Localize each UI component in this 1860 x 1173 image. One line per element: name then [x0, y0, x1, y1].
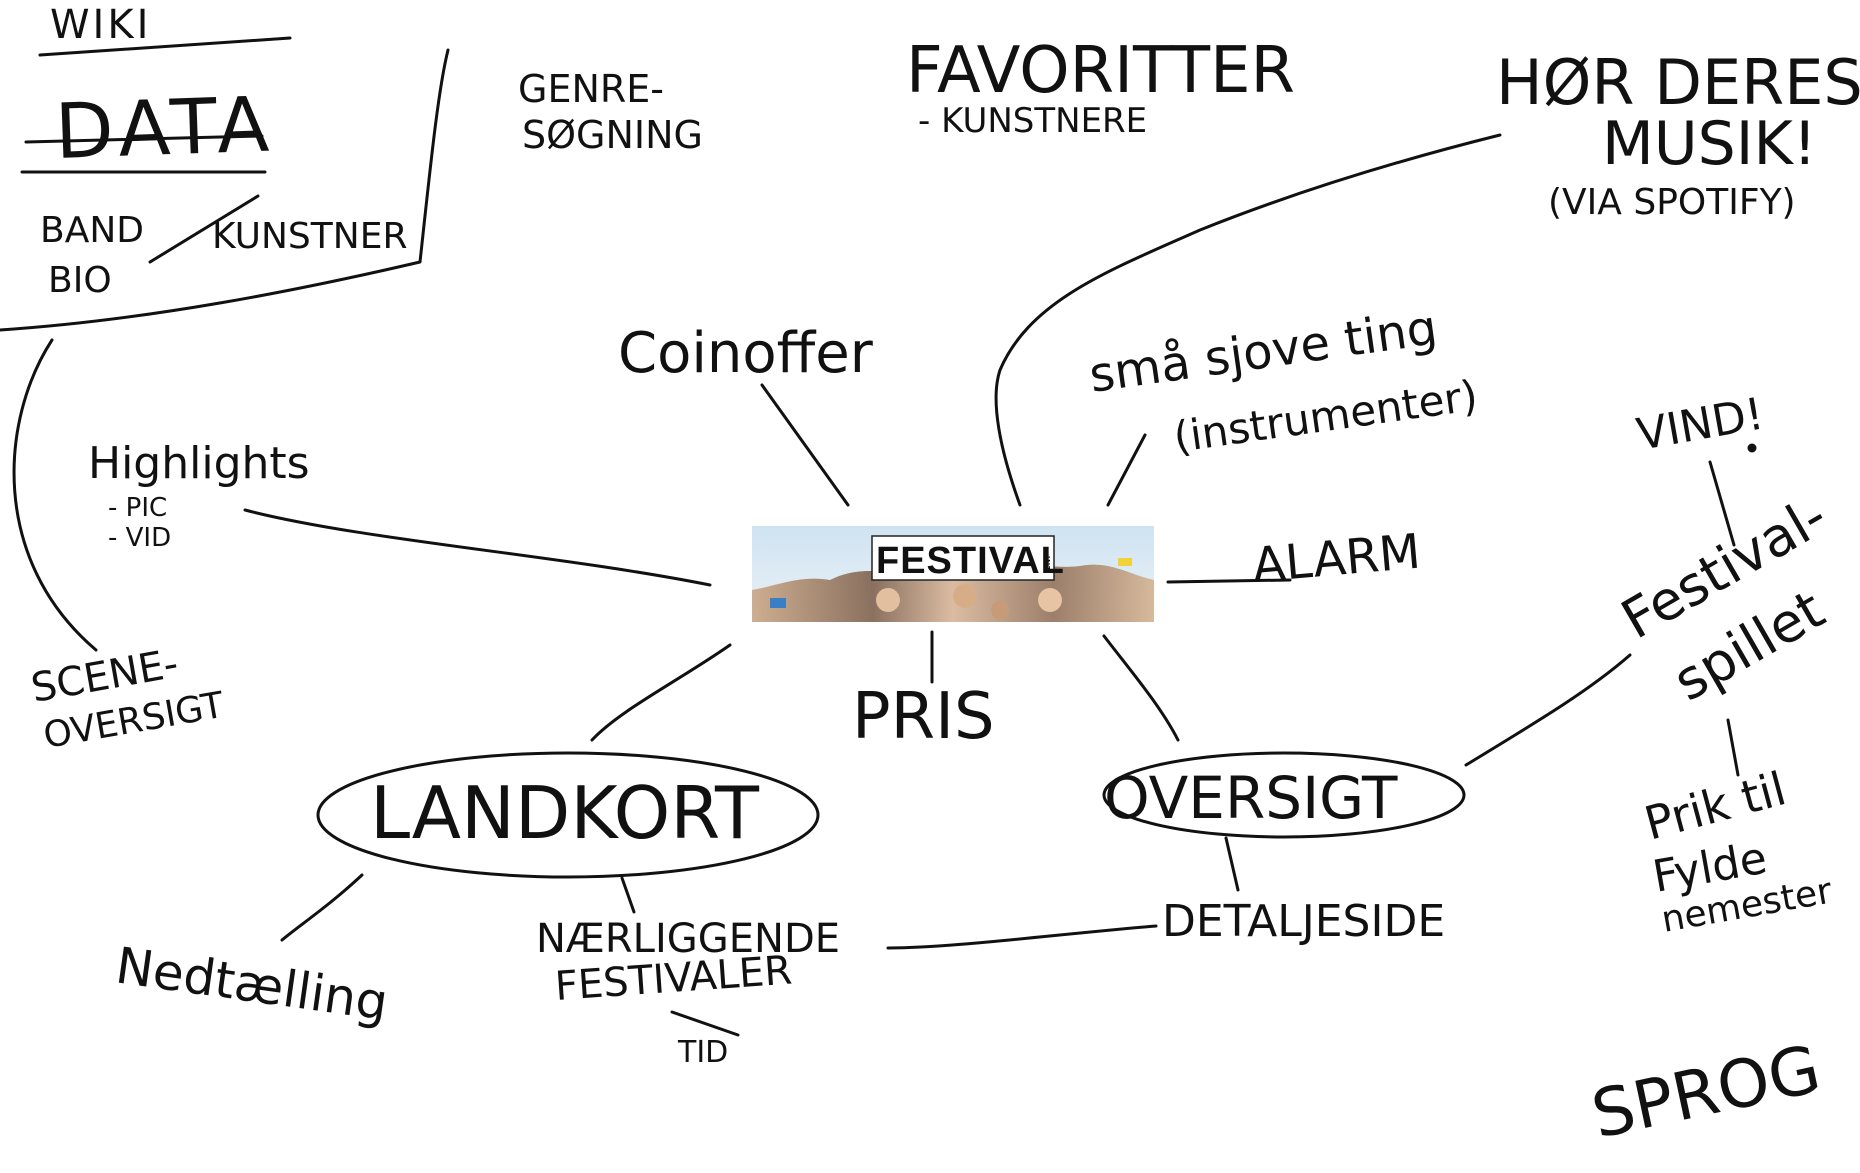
- line-wiki-scene: [12, 338, 98, 652]
- banner-accent-yellow: [1118, 558, 1132, 566]
- node-prik: Prik til Fylde nemester: [1639, 761, 1835, 941]
- node-band-kunstner: BAND KUNSTNER BIO: [40, 194, 407, 301]
- banner-suffix: INT: [1042, 556, 1051, 572]
- hor-line-2: MUSIK!: [1602, 109, 1817, 179]
- highlights-line-2: - PIC: [108, 493, 167, 523]
- wiki-box-outline: [0, 48, 450, 332]
- landkort-label: LANDKORT: [370, 771, 760, 855]
- node-landkort: LANDKORT: [370, 771, 760, 855]
- favoritter-line-1: FAVORITTER: [906, 34, 1295, 108]
- banner-label-box: [871, 535, 1055, 581]
- line-center-sma: [1106, 433, 1147, 507]
- hor-line-3: (VIA SPOTIFY): [1548, 182, 1796, 223]
- line-festivalspillet-prik: [1726, 718, 1740, 777]
- hor-line-1: HØR DERES: [1496, 46, 1860, 119]
- genre-line-2: SØGNING: [522, 113, 703, 157]
- node-oversigt: OVERSIGT: [1104, 764, 1398, 832]
- node-favoritter: FAVORITTER - KUNSTNERE: [906, 34, 1295, 141]
- sprog-label: SPROG: [1585, 1030, 1827, 1153]
- node-festivalspillet: Festival- spillet: [1611, 484, 1838, 713]
- tid-strike: [670, 1010, 740, 1037]
- naerliggende-line-3: TID: [677, 1035, 728, 1070]
- line-detaljeside-naerliggende: [886, 924, 1158, 950]
- banner-title: FESTIVAL: [876, 540, 1065, 582]
- highlights-line-1: Highlights: [88, 438, 310, 489]
- node-detaljeside: DETALJESIDE: [1162, 896, 1445, 947]
- band-label: BAND: [40, 210, 144, 251]
- vind-dot: [1747, 443, 1757, 453]
- vind-label: VIND!: [1633, 388, 1767, 460]
- kunstner-label: KUNSTNER: [212, 216, 407, 257]
- favoritter-line-2: - KUNSTNERE: [918, 101, 1147, 141]
- node-coinoffer: Coinoffer: [618, 321, 874, 386]
- landkort-ellipse: [316, 751, 820, 879]
- node-nedtaelling: Nedtælling: [112, 936, 391, 1032]
- node-scene-oversigt: SCENE- OVERSIGT: [28, 641, 228, 757]
- pris-label: PRIS: [852, 680, 995, 754]
- line-center-hor: [994, 133, 1502, 507]
- banner-face-4: [991, 601, 1009, 619]
- alarm-label: ALARM: [1250, 524, 1423, 594]
- genre-line-1: GENRE-: [518, 67, 664, 111]
- line-landkort-nedtaelling: [280, 873, 364, 942]
- banner-accent-blue: [770, 598, 786, 608]
- node-pris: PRIS: [852, 680, 995, 754]
- banner-face-2: [953, 584, 977, 608]
- banner-face-3: [1038, 588, 1062, 612]
- node-hor-deres-musik: HØR DERES MUSIK! (VIA SPOTIFY): [1496, 46, 1860, 223]
- node-wiki: WIKI: [50, 2, 151, 48]
- node-data: DATA: [24, 79, 277, 176]
- wiki-underline: [38, 36, 292, 57]
- connector-lines: [0, 36, 1757, 1037]
- oversigt-ellipse: [1102, 751, 1466, 839]
- data-label: DATA: [54, 79, 277, 176]
- line-center-oversigt: [1102, 634, 1180, 742]
- line-vind-festivalspillet: [1708, 460, 1736, 547]
- node-genre: GENRE- SØGNING: [518, 67, 703, 157]
- highlights-line-3: - VID: [108, 523, 171, 553]
- line-oversigt-festivalspillet: [1464, 653, 1632, 767]
- data-strike: [24, 134, 264, 144]
- node-sprog: SPROG: [1585, 1030, 1827, 1153]
- wiki-label: WIKI: [50, 2, 151, 48]
- oversigt-label: OVERSIGT: [1104, 764, 1398, 832]
- line-coinoffer-center: [760, 383, 850, 507]
- line-center-landkort: [590, 643, 732, 742]
- node-alarm: ALARM: [1250, 524, 1423, 594]
- bio-label: BIO: [48, 260, 112, 301]
- node-vind: VIND!: [1633, 388, 1767, 460]
- line-center-alarm: [1166, 578, 1292, 584]
- nedtaelling-label: Nedtælling: [112, 936, 391, 1032]
- line-highlights-center: [243, 508, 712, 587]
- line-landkort-naerliggende: [620, 876, 636, 914]
- prik-line-1: Prik til: [1639, 761, 1792, 850]
- detaljeside-label: DETALJESIDE: [1162, 896, 1445, 947]
- line-oversigt-detaljeside: [1224, 836, 1240, 892]
- node-highlights: Highlights - PIC - VID: [88, 438, 310, 553]
- banner-face-1: [876, 588, 900, 612]
- band-kunstner-slash: [148, 194, 260, 264]
- node-naerliggende: NÆRLIGGENDE FESTIVALER TID: [536, 916, 840, 1070]
- naerliggende-line-1: NÆRLIGGENDE: [536, 916, 840, 962]
- festival-banner: FESTIVAL INT: [752, 526, 1154, 622]
- coinoffer-label: Coinoffer: [618, 321, 874, 386]
